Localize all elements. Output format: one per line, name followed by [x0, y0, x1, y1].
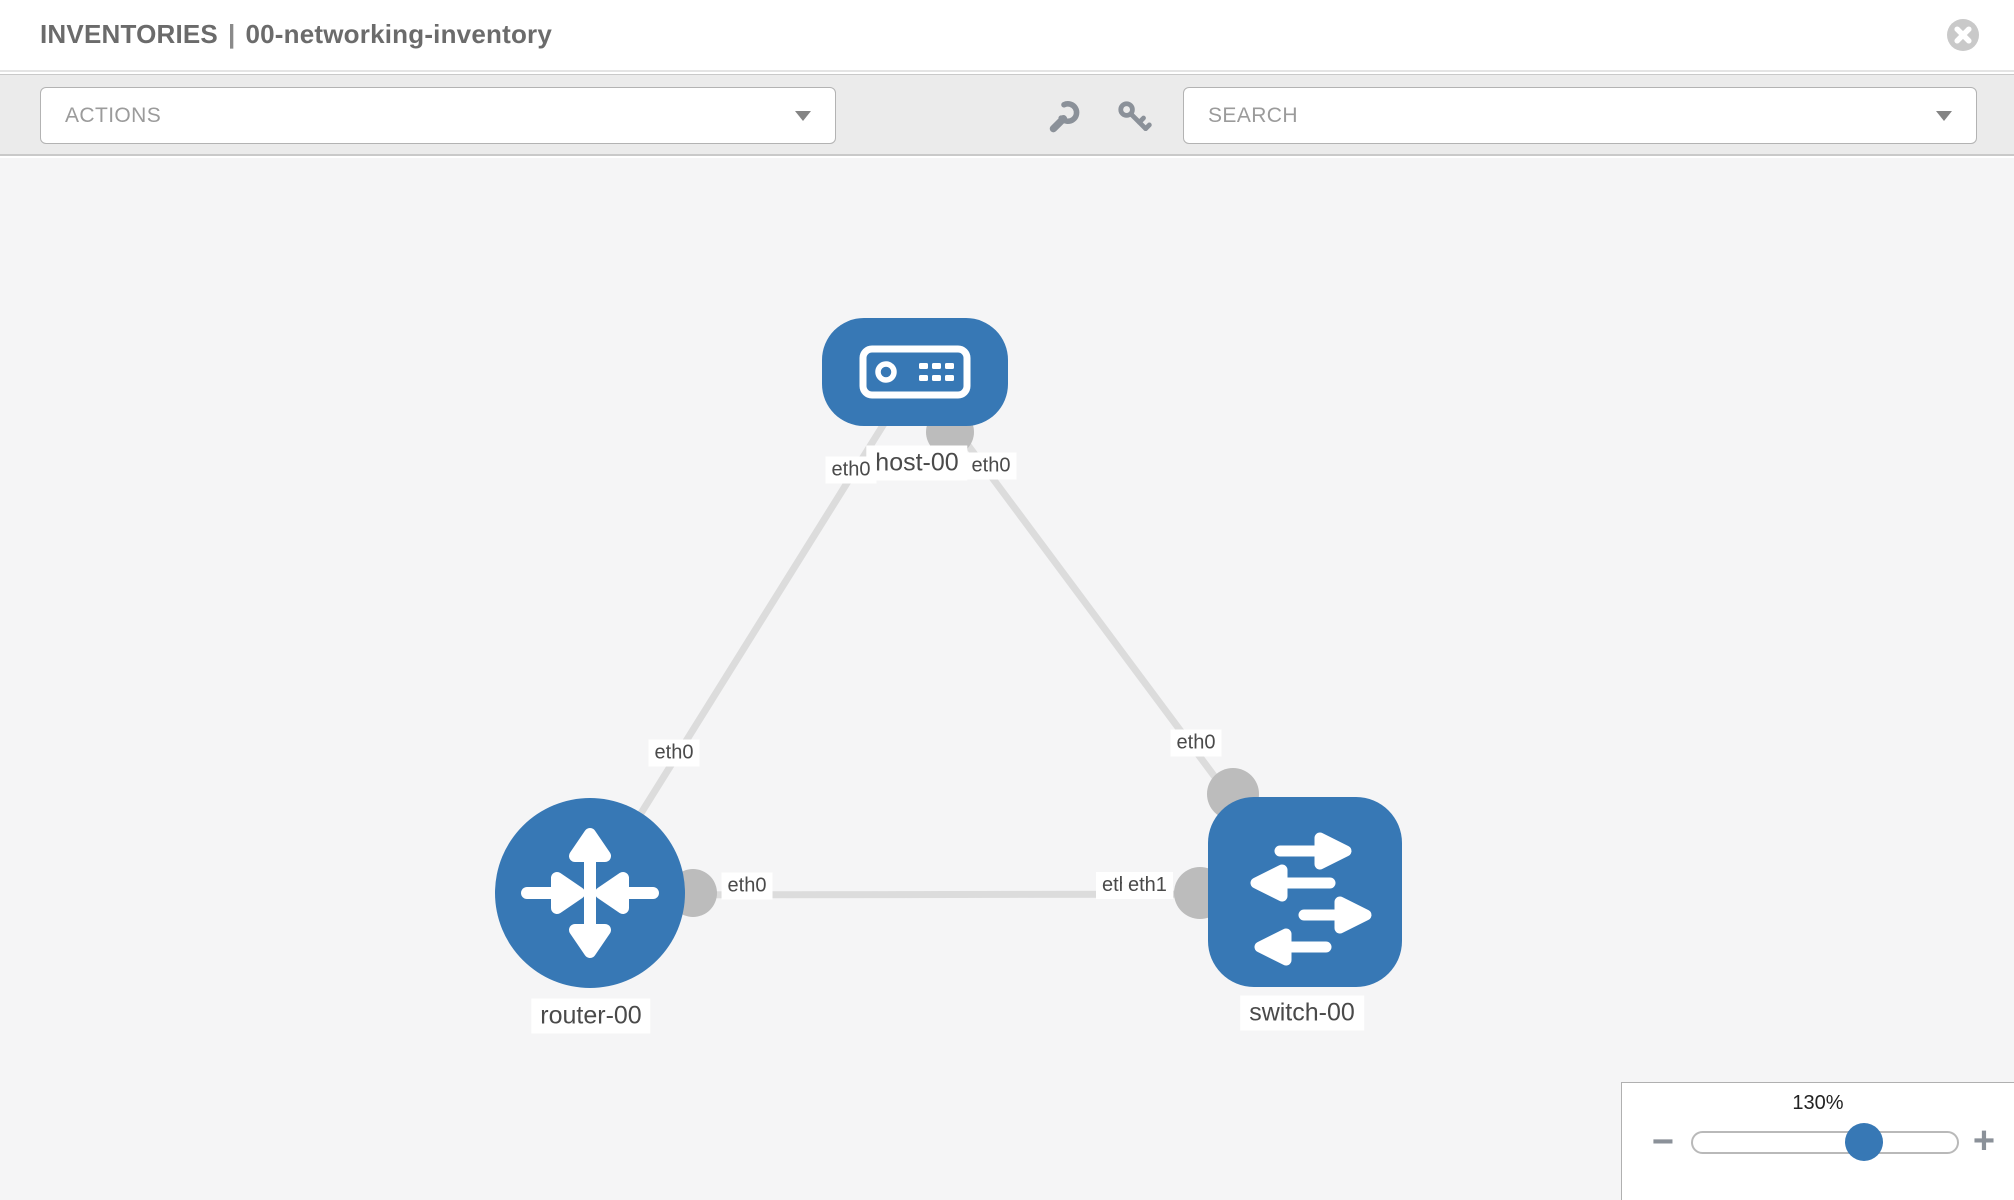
zoom-slider-handle[interactable]: [1845, 1123, 1883, 1161]
if-label-switch-to-host: eth0: [1170, 729, 1222, 757]
node-label-host: host-00: [866, 445, 968, 481]
node-host-00[interactable]: [822, 318, 1008, 426]
node-switch-00[interactable]: [1208, 797, 1402, 987]
search-dropdown-label: SEARCH: [1208, 103, 1298, 127]
if-label-router-to-host: eth0: [648, 739, 700, 767]
links-layer: [587, 371, 1305, 919]
node-router-00[interactable]: [495, 798, 685, 988]
actions-dropdown[interactable]: ACTIONS: [40, 87, 836, 144]
host-icon: [859, 345, 971, 399]
chevron-down-icon: [795, 110, 811, 121]
chevron-down-icon: [1936, 110, 1952, 121]
topology-canvas[interactable]: host-00 router-00 switch-00 eth0 eth0 et…: [0, 158, 2014, 1200]
node-label-switch: switch-00: [1240, 995, 1364, 1031]
if-label-host-to-switch: eth0: [965, 452, 1017, 480]
zoom-in-button[interactable]: +: [1972, 1120, 1996, 1162]
node-label-router: router-00: [531, 998, 651, 1034]
zoom-out-button[interactable]: −: [1651, 1121, 1675, 1163]
search-dropdown[interactable]: SEARCH: [1183, 87, 1977, 144]
breadcrumb-separator: |: [227, 19, 236, 49]
toolbar: ACTIONS SEARCH: [0, 74, 2014, 156]
switch-icon: [1250, 832, 1372, 966]
breadcrumb-item: 00-networking-inventory: [245, 19, 553, 49]
zoom-level-value: 130%: [1792, 1092, 1844, 1114]
zoom-control-panel: 130% − +: [1621, 1082, 2014, 1200]
wrench-icon[interactable]: [1040, 93, 1088, 141]
close-icon[interactable]: [1946, 18, 1980, 52]
zoom-slider-track[interactable]: [1691, 1131, 1959, 1154]
page-title: INVENTORIES | 00-networking-inventory: [40, 19, 552, 50]
if-label-host-to-router: eth0: [825, 456, 877, 484]
key-icon[interactable]: [1110, 93, 1158, 141]
if-label-router-to-switch: eth0: [721, 872, 773, 900]
breadcrumb-section: INVENTORIES: [40, 19, 218, 49]
if-label-switch-to-router: eth1: [1122, 872, 1173, 899]
actions-dropdown-label: ACTIONS: [65, 103, 162, 127]
router-icon: [521, 828, 659, 958]
window-header: INVENTORIES | 00-networking-inventory: [0, 0, 2014, 72]
